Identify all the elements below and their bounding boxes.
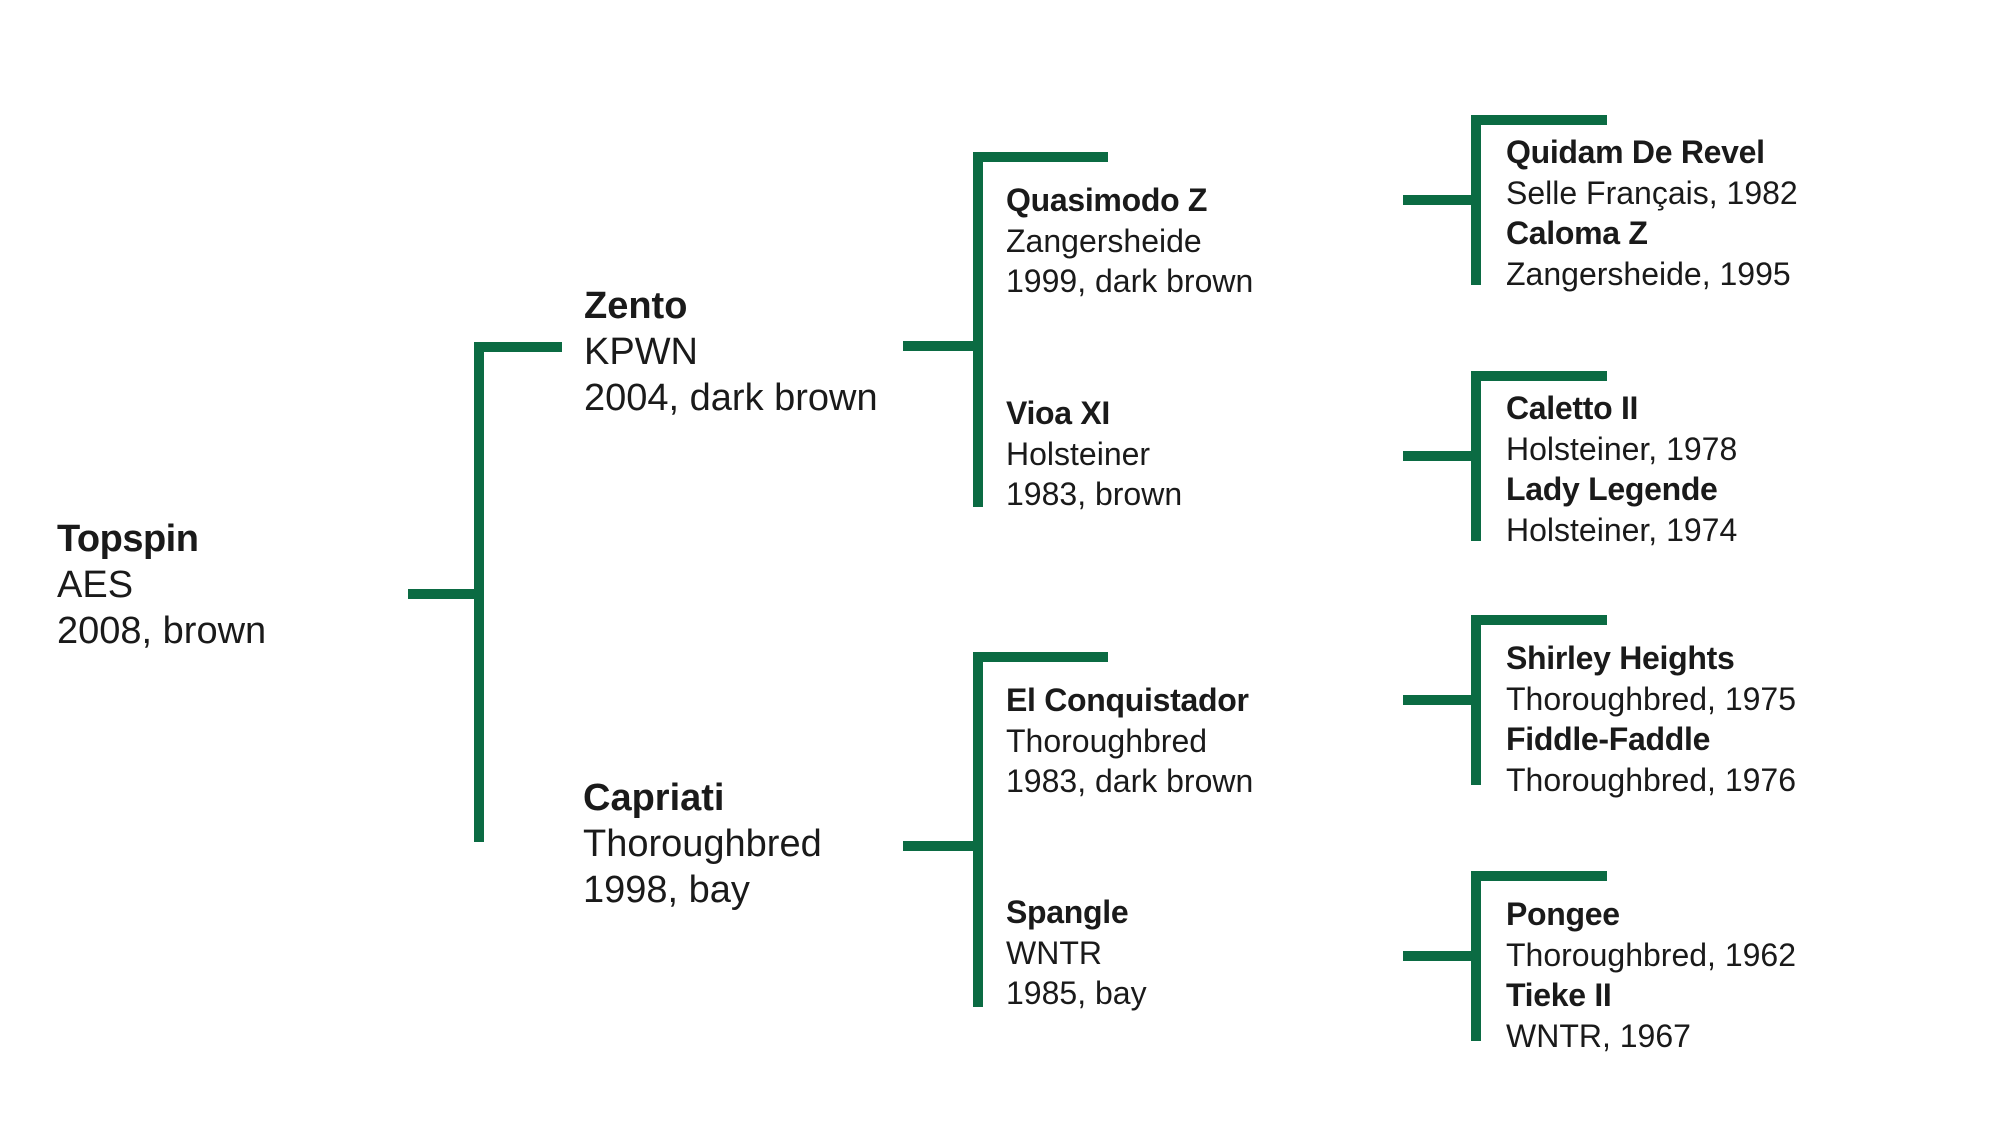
connector-vertical bbox=[1471, 615, 1481, 785]
connector-stub bbox=[408, 589, 482, 599]
horse-name: Caloma Z bbox=[1506, 215, 1648, 251]
horse-name: Pongee bbox=[1506, 896, 1620, 932]
connector-stub bbox=[1403, 451, 1480, 461]
horse-studbook: WNTR bbox=[1006, 934, 1102, 971]
horse-name: Capriati bbox=[583, 777, 725, 819]
horse-name: Fiddle-Faddle bbox=[1506, 721, 1711, 757]
great-grandparent-pair: Shirley Heights Thoroughbred, 1975 Fiddl… bbox=[1506, 638, 1796, 800]
connector-branch-top bbox=[1471, 871, 1607, 881]
horse-name: Quasimodo Z bbox=[1006, 182, 1208, 218]
connector-stub bbox=[1403, 951, 1480, 961]
horse-info: Zangersheide, 1995 bbox=[1506, 255, 1791, 292]
connector-branch-top bbox=[1471, 615, 1607, 625]
connector-branch-top bbox=[474, 342, 562, 352]
great-grandparent-pair: Caletto II Holsteiner, 1978 Lady Legende… bbox=[1506, 388, 1737, 550]
connector-vertical bbox=[1471, 871, 1481, 1041]
horse-studbook: Thoroughbred bbox=[1006, 722, 1208, 759]
great-grandparent-pair: Pongee Thoroughbred, 1962 Tieke II WNTR,… bbox=[1506, 894, 1796, 1056]
grandparent-node: El Conquistador Thoroughbred 1983, dark … bbox=[1006, 680, 1253, 802]
horse-info: Holsteiner, 1978 bbox=[1506, 430, 1738, 467]
connector-vertical bbox=[474, 342, 484, 842]
horse-name: Tieke II bbox=[1506, 977, 1612, 1013]
connector-vertical bbox=[973, 652, 983, 1007]
connector-branch-top bbox=[1471, 371, 1607, 381]
horse-birth-color: 1983, dark brown bbox=[1006, 763, 1254, 799]
horse-birth-color: 2008, brown bbox=[57, 610, 267, 652]
connector-branch-top bbox=[973, 652, 1108, 662]
connector-vertical bbox=[1471, 115, 1481, 285]
horse-studbook: Thoroughbred bbox=[583, 823, 822, 865]
great-grandparent-pair: Quidam De Revel Selle Français, 1982 Cal… bbox=[1506, 132, 1798, 294]
horse-birth-color: 1999, dark brown bbox=[1006, 263, 1254, 299]
horse-info: Holsteiner, 1974 bbox=[1506, 511, 1738, 548]
horse-name: Quidam De Revel bbox=[1506, 134, 1765, 170]
horse-studbook: AES bbox=[57, 564, 134, 606]
horse-studbook: Zangersheide bbox=[1006, 222, 1202, 259]
grandparent-node: Vioa XI Holsteiner 1983, brown bbox=[1006, 393, 1182, 515]
horse-info: Thoroughbred, 1976 bbox=[1506, 761, 1796, 798]
horse-studbook: Holsteiner bbox=[1006, 435, 1151, 472]
grandparent-node: Spangle WNTR 1985, bay bbox=[1006, 892, 1147, 1014]
horse-birth-color: 1998, bay bbox=[583, 869, 750, 911]
horse-name: El Conquistador bbox=[1006, 682, 1249, 718]
horse-name: Vioa XI bbox=[1006, 395, 1111, 431]
subject-horse: Topspin AES 2008, brown bbox=[57, 516, 266, 654]
grandparent-node: Quasimodo Z Zangersheide 1999, dark brow… bbox=[1006, 180, 1253, 302]
connector-stub bbox=[1403, 195, 1480, 205]
connector-branch-top bbox=[973, 152, 1108, 162]
horse-info: WNTR, 1967 bbox=[1506, 1017, 1691, 1054]
connector-vertical bbox=[973, 152, 983, 507]
horse-studbook: KPWN bbox=[584, 331, 698, 373]
horse-name: Spangle bbox=[1006, 894, 1129, 930]
sire-node: Zento KPWN 2004, dark brown bbox=[584, 283, 878, 421]
connector-stub bbox=[903, 341, 978, 351]
horse-name: Zento bbox=[584, 285, 688, 327]
horse-birth-color: 2004, dark brown bbox=[584, 377, 878, 419]
horse-name: Topspin bbox=[57, 518, 199, 560]
connector-branch-top bbox=[1471, 115, 1607, 125]
horse-name: Caletto II bbox=[1506, 390, 1639, 426]
horse-birth-color: 1983, brown bbox=[1006, 476, 1183, 512]
horse-name: Lady Legende bbox=[1506, 471, 1718, 507]
horse-info: Selle Français, 1982 bbox=[1506, 174, 1798, 211]
connector-stub bbox=[1403, 695, 1480, 705]
connector-vertical bbox=[1471, 371, 1481, 541]
horse-info: Thoroughbred, 1962 bbox=[1506, 936, 1796, 973]
connector-stub bbox=[903, 841, 978, 851]
horse-name: Shirley Heights bbox=[1506, 640, 1735, 676]
horse-info: Thoroughbred, 1975 bbox=[1506, 680, 1796, 717]
horse-birth-color: 1985, bay bbox=[1006, 975, 1147, 1011]
dam-node: Capriati Thoroughbred 1998, bay bbox=[583, 775, 822, 913]
